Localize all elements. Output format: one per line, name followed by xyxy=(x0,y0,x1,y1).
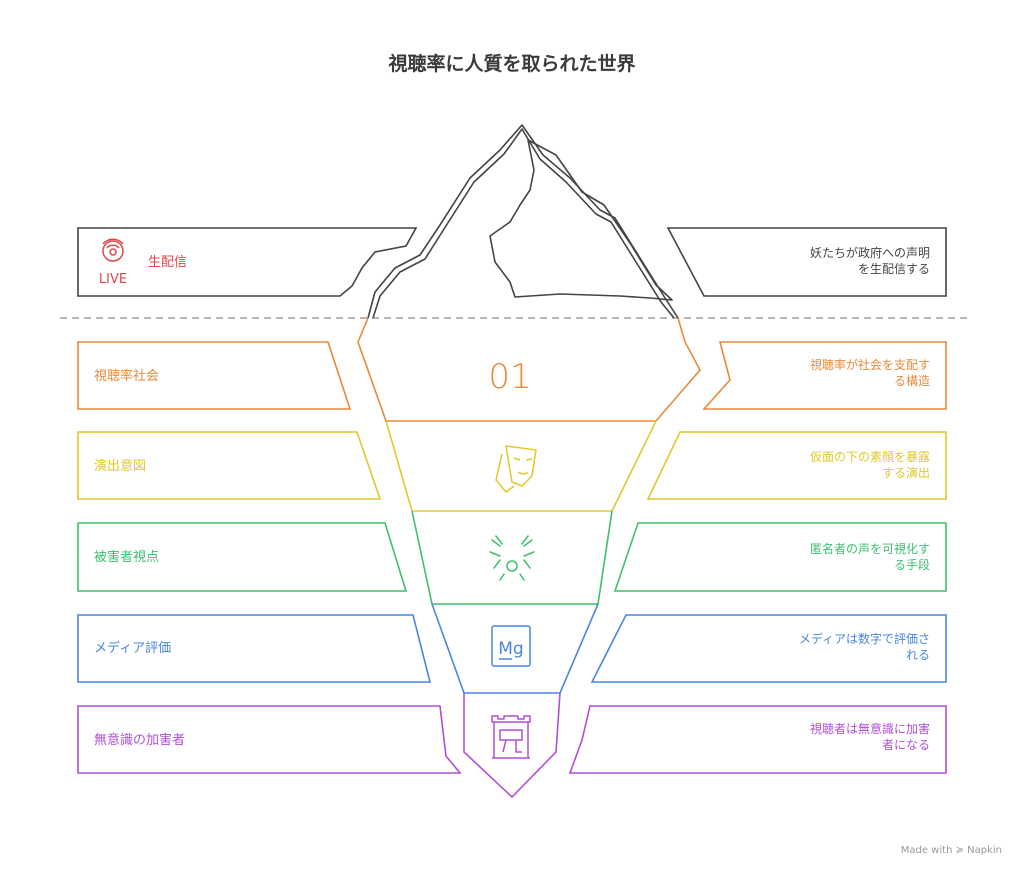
anguished-face-icon xyxy=(489,535,535,581)
top-row-live: LIVE 生配信 妖たちが政府への声明 を生配信する xyxy=(77,227,947,297)
layer-1-right-box xyxy=(702,341,947,410)
number-01-icon: 01 xyxy=(488,357,531,397)
layer-4-description-line-2: れる xyxy=(906,648,930,662)
layer-row-2: 演出意図 仮面の下の素顔を暴露 する演出 xyxy=(77,420,947,512)
live-broadcast-icon xyxy=(102,238,124,262)
layer-row-3: 被害者視点 匿名者の声を可視化す る手段 xyxy=(77,510,947,605)
layer-5-description-line-2: 者になる xyxy=(882,738,930,752)
layer-4-right-box xyxy=(590,614,947,683)
magnesium-element-icon xyxy=(491,625,531,667)
top-description-line-1: 妖たちが政府への声明 xyxy=(810,245,930,260)
layer-2-left-box xyxy=(77,431,382,500)
layer-3-label: 被害者視点 xyxy=(94,549,159,565)
layer-1-label: 視聴率社会 xyxy=(94,368,159,384)
napkin-watermark: Made with ≽ Napkin xyxy=(901,845,1002,856)
layer-5-description-line-1: 視聴者は無意識に加害 xyxy=(810,721,930,736)
layer-4-segment xyxy=(431,603,599,694)
top-left-box xyxy=(77,227,418,297)
theater-mask-icon xyxy=(495,445,537,493)
layer-2-description-line-1: 仮面の下の素顔を暴露 xyxy=(810,449,930,464)
top-right-box xyxy=(666,227,947,297)
layer-row-1: 視聴率社会 01 視聴率が社会を支配す る構造 xyxy=(77,317,947,422)
layer-row-5: 無意識の加害者 視聴者は無意識に加害 者になる xyxy=(77,692,947,799)
top-label: 生配信 xyxy=(148,255,187,270)
layer-3-left-box xyxy=(77,522,408,592)
layer-4-label: メディア評価 xyxy=(94,640,171,656)
layer-1-description-line-1: 視聴率が社会を支配す xyxy=(810,357,930,372)
layer-5-segment xyxy=(463,692,561,799)
gate-icon xyxy=(491,715,531,759)
layer-5-label: 無意識の加害者 xyxy=(94,732,185,748)
layer-3-description-line-1: 匿名者の声を可視化す xyxy=(810,541,930,556)
layer-row-4: メディア評価 Mg メディアは数字で評価さ れる xyxy=(77,603,947,694)
layer-2-right-box xyxy=(646,431,947,500)
layer-5-left-box xyxy=(77,705,462,774)
layer-1-left-box xyxy=(77,341,352,410)
layer-2-label: 演出意図 xyxy=(94,458,146,474)
live-icon-text: LIVE xyxy=(99,272,127,287)
layer-3-right-box xyxy=(613,522,947,592)
layer-3-segment xyxy=(411,510,613,605)
layer-5-right-box xyxy=(568,705,947,774)
layer-2-description-line-2: する演出 xyxy=(882,465,930,480)
layer-3-description-line-2: る手段 xyxy=(894,557,930,572)
diagram-title: 視聴率に人質を取られた世界 xyxy=(387,52,635,75)
layer-1-description-line-2: る構造 xyxy=(894,374,930,388)
iceberg-peak xyxy=(367,124,679,319)
element-symbol: Mg xyxy=(498,639,523,659)
layer-4-description-line-1: メディアは数字で評価さ xyxy=(799,631,930,646)
layer-4-left-box xyxy=(77,614,432,683)
top-description-line-2: を生配信する xyxy=(858,262,930,276)
layer-2-segment xyxy=(385,420,657,512)
